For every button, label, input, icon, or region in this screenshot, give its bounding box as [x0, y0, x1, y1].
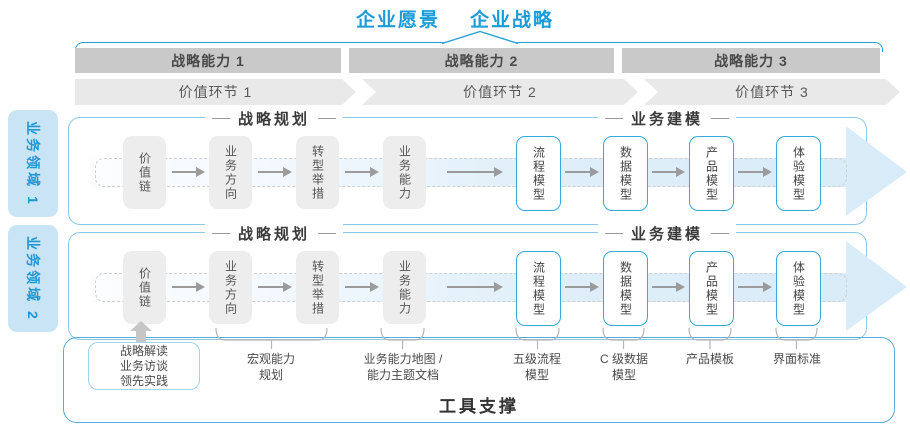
section-header-text: 战略规划 [237, 110, 311, 128]
node-data-model: 数据模型 [603, 251, 648, 326]
domain-label-1-text: 业务领域 1 [25, 120, 41, 207]
brace-capability-map [380, 328, 425, 349]
header-line [711, 232, 730, 234]
node-business-direction: 业务方向 [209, 136, 252, 209]
node-product-model: 产品模型 [689, 136, 734, 211]
node-business-capability: 业务能力 [383, 136, 426, 209]
domain-label-1: 业务领域 1 [8, 110, 58, 217]
brace-l5-process [515, 328, 560, 349]
flow-arrow-icon [738, 167, 772, 177]
flow-arrow-icon [345, 282, 379, 292]
annotation-capability-map: 业务能力地图 / 能力主题文档 [363, 352, 443, 382]
caret-up-icon [441, 30, 519, 44]
flow-arrow-icon [447, 282, 503, 292]
annotation-ui-standard: 界面标准 [772, 352, 821, 366]
annotation-product-template: 产品模板 [685, 352, 734, 366]
brace-product-template [688, 328, 732, 349]
node-experience-model: 体验模型 [776, 136, 821, 211]
header-line [211, 232, 230, 234]
annotation-strategy-inputs: 战略解读 业务访谈 领先实践 [88, 342, 200, 390]
flow-arrow-icon [172, 167, 205, 177]
arrow-up-icon [130, 321, 152, 343]
annotation-l5-process-model: 五级流程 模型 [512, 352, 561, 382]
node-value-chain: 价值链 [123, 136, 166, 209]
section-header-text: 战略规划 [237, 225, 311, 243]
flow-arrow-icon [652, 282, 685, 292]
node-transformation-initiatives: 转型举措 [296, 251, 339, 324]
value-link-chevron-1: 价值环节 1 [75, 79, 356, 105]
node-experience-model: 体验模型 [776, 251, 821, 326]
header-line [318, 117, 337, 119]
flow-arrow-icon [258, 167, 292, 177]
flow-arrow-icon [652, 167, 685, 177]
section-header-planning: 战略规划 [204, 107, 344, 129]
value-link-chevron-2: 价值环节 2 [362, 79, 638, 105]
section-header-text: 业务建模 [630, 110, 704, 128]
header-line [318, 232, 337, 234]
section-header-modeling: 业务建模 [597, 107, 737, 129]
header-line [711, 117, 730, 119]
title-vision: 企业愿景 [355, 10, 440, 31]
tools-support-container: 工具支撑 [63, 337, 895, 423]
dashed-track [95, 273, 847, 302]
flow-arrow-icon [565, 167, 599, 177]
domain-container-1: 战略规划 业务建模 价值链 业务方向 转型举措 业务能力 流程模型 数据模型 产… [68, 107, 907, 225]
header-line [604, 117, 623, 119]
domain-label-2-text: 业务领域 2 [25, 235, 41, 322]
brace-macro-capability [215, 328, 328, 349]
brace-ui-standard [775, 328, 818, 349]
brace-c-level-data [602, 328, 645, 349]
capability-bar-3: 战略能力 3 [622, 48, 880, 73]
flow-arrow-icon [345, 167, 379, 177]
value-link-chevron-3: 价值环节 3 [644, 79, 900, 105]
annotation-macro-capability-planning: 宏观能力 规划 [246, 352, 295, 382]
annotation-c-level-data-model: C 级数据 模型 [599, 352, 648, 382]
section-header-modeling: 业务建模 [597, 222, 737, 244]
node-business-capability: 业务能力 [383, 251, 426, 324]
flow-arrow-icon [447, 167, 503, 177]
domain-container-2: 战略规划 业务建模 价值链 业务方向 转型举措 业务能力 流程模型 数据模型 产… [68, 222, 907, 340]
section-header-planning: 战略规划 [204, 222, 344, 244]
section-header-text: 业务建模 [630, 225, 704, 243]
node-transformation-initiatives: 转型举措 [296, 136, 339, 209]
top-titles: 企业愿景 企业战略 [0, 5, 910, 32]
dashed-track [95, 158, 847, 187]
tools-support-label: 工具支撑 [439, 397, 519, 416]
node-product-model: 产品模型 [689, 251, 734, 326]
flow-arrow-icon [738, 282, 772, 292]
capability-bar-1: 战略能力 1 [75, 48, 341, 73]
node-process-model: 流程模型 [516, 251, 561, 326]
node-business-direction: 业务方向 [209, 251, 252, 324]
node-value-chain: 价值链 [123, 251, 166, 324]
capability-bar-2: 战略能力 2 [349, 48, 614, 73]
arrow-up-head [130, 321, 152, 331]
node-data-model: 数据模型 [603, 136, 648, 211]
title-strategy: 企业战略 [470, 10, 555, 31]
header-line [604, 232, 623, 234]
flow-arrow-icon [258, 282, 292, 292]
flow-arrow-icon [172, 282, 205, 292]
node-process-model: 流程模型 [516, 136, 561, 211]
domain-label-2: 业务领域 2 [8, 225, 58, 332]
arrow-up-stem [136, 331, 146, 343]
header-line [211, 117, 230, 119]
flow-arrow-icon [565, 282, 599, 292]
